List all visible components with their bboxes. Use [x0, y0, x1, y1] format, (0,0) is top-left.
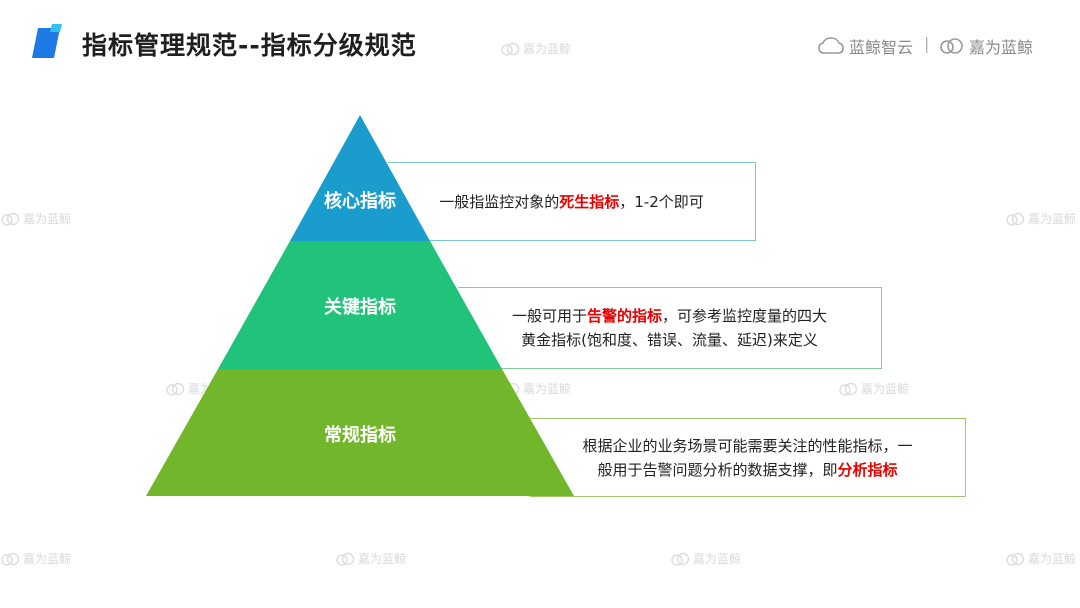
brand-separator: | — [924, 34, 930, 53]
pyramid-tier-core — [290, 115, 430, 241]
desc-segment: ，可参考监控度量的四大 — [662, 307, 828, 325]
watermark: 嘉为蓝鲸 — [838, 380, 909, 397]
desc-line: 一般指监控对象的死生指标，1-2个即可 — [439, 190, 704, 214]
brand-jiawei-lanjing: 嘉为蓝鲸 — [938, 34, 1033, 58]
watermark-text: 嘉为蓝鲸 — [523, 382, 572, 396]
watermark-cloud-icon — [1, 552, 20, 566]
desc-text: 一般可用于告警的指标，可参考监控度量的四大黄金指标(饱和度、错误、流量、延迟)来… — [512, 304, 827, 352]
watermark-cloud-icon — [1006, 212, 1025, 226]
desc-line: 般用于告警问题分析的数据支撑，即分析指标 — [582, 458, 912, 482]
cloud-logo-icon — [940, 38, 963, 54]
watermark: 嘉为蓝鲸 — [335, 550, 406, 567]
brand-left-text: 蓝鲸智云 — [849, 38, 914, 57]
watermark-text: 嘉为蓝鲸 — [523, 42, 572, 56]
highlight-term: 告警的指标 — [586, 307, 662, 325]
desc-text: 根据企业的业务场景可能需要关注的性能指标，一般用于告警问题分析的数据支撑，即分析… — [582, 434, 912, 482]
desc-segment: ，1-2个即可 — [619, 192, 704, 211]
desc-line: 黄金指标(饱和度、错误、流量、延迟)来定义 — [512, 328, 827, 352]
desc-box-key: 一般可用于告警的指标，可参考监控度量的四大黄金指标(饱和度、错误、流量、延迟)来… — [458, 287, 882, 369]
watermark-cloud-icon — [336, 552, 355, 566]
brand-right-text: 嘉为蓝鲸 — [969, 38, 1034, 57]
desc-line: 根据企业的业务场景可能需要关注的性能指标，一 — [582, 434, 912, 458]
watermark: 嘉为蓝鲸 — [500, 40, 571, 57]
watermark-cloud-icon — [839, 382, 858, 396]
brand-lanjing-zhiyun: 蓝鲸智云 — [818, 34, 913, 58]
watermark-text: 嘉为蓝鲸 — [1028, 212, 1077, 226]
highlight-term: 死生指标 — [559, 192, 620, 211]
watermark-text: 嘉为蓝鲸 — [693, 552, 742, 566]
desc-segment: 一般可用于 — [511, 307, 587, 325]
watermark-text: 嘉为蓝鲸 — [358, 552, 407, 566]
watermark-cloud-icon — [166, 382, 185, 396]
watermark: 嘉为蓝鲸 — [1005, 210, 1076, 227]
desc-segment: 黄金指标(饱和度、错误、流量、延迟)来定义 — [521, 331, 818, 349]
desc-box-regular: 根据企业的业务场景可能需要关注的性能指标，一般用于告警问题分析的数据支撑，即分析… — [530, 418, 966, 497]
level-label-regular: 常规指标 — [324, 425, 396, 446]
level-label-core: 核心指标 — [324, 191, 396, 212]
watermark-cloud-icon — [1006, 552, 1025, 566]
watermark-cloud-icon — [1, 212, 20, 226]
watermark-text: 嘉为蓝鲸 — [861, 382, 910, 396]
desc-box-core: 一般指监控对象的死生指标，1-2个即可 — [388, 162, 756, 241]
desc-text: 一般指监控对象的死生指标，1-2个即可 — [439, 190, 704, 214]
watermark-cloud-icon — [501, 42, 520, 56]
logo-icon — [32, 24, 62, 58]
watermark-text: 嘉为蓝鲸 — [1028, 552, 1077, 566]
pyramid-tier-key — [218, 241, 502, 369]
level-label-key: 关键指标 — [324, 297, 396, 318]
page-title: 指标管理规范--指标分级规范 — [82, 31, 417, 60]
watermark: 嘉为蓝鲸 — [0, 550, 71, 567]
desc-line: 一般可用于告警的指标，可参考监控度量的四大 — [512, 304, 827, 328]
pyramid-tier-regular — [146, 369, 574, 496]
desc-segment: 般用于告警问题分析的数据支撑，即 — [597, 460, 838, 479]
cloud-logo-icon — [818, 37, 844, 54]
highlight-term: 分析指标 — [837, 460, 898, 479]
watermark-cloud-icon — [671, 552, 690, 566]
watermark-text: 嘉为蓝鲸 — [23, 212, 72, 226]
watermark: 嘉为蓝鲸 — [0, 210, 71, 227]
desc-segment: 根据企业的业务场景可能需要关注的性能指标，一 — [582, 436, 913, 455]
watermark: 嘉为蓝鲸 — [1005, 550, 1076, 567]
watermark-text: 嘉为蓝鲸 — [23, 552, 72, 566]
watermark: 嘉为蓝鲸 — [670, 550, 741, 567]
desc-segment: 一般指监控对象的 — [439, 192, 560, 211]
